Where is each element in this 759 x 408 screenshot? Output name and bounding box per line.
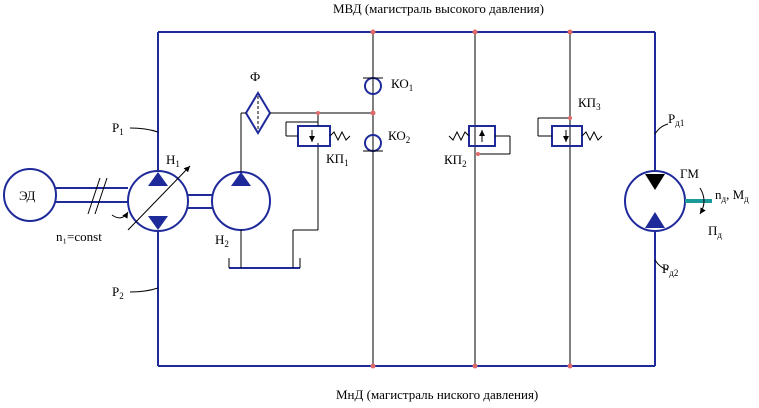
f-label: Ф — [250, 69, 260, 84]
kp2-label: КП2 — [444, 152, 467, 169]
pump-h2 — [211, 171, 271, 231]
relief-valve-kp3 — [537, 29, 603, 369]
kp3-label: КП3 — [578, 95, 601, 112]
n1-const-label: n₁=const — [56, 229, 102, 244]
electric-motor: ЭД — [3, 168, 57, 222]
ko1-label: КО1 — [391, 76, 413, 93]
h2-label: Н2 — [215, 232, 229, 249]
shaft-coupling — [56, 177, 129, 219]
p2-label: P2 — [112, 284, 124, 301]
tank — [228, 143, 319, 269]
h1-label: Н1 — [166, 152, 180, 169]
nd-md-label: nд, Мд — [715, 187, 749, 204]
filter — [240, 91, 373, 172]
hydraulic-motor — [624, 170, 712, 232]
ko2-label: КО2 — [388, 128, 410, 145]
relief-valve-kp1 — [285, 111, 351, 147]
p1-label: P1 — [112, 120, 124, 137]
mnd-title: МнД (магистраль ниского давления) — [336, 387, 538, 402]
pd-label: Пд — [708, 223, 722, 240]
check-valves — [363, 29, 383, 369]
pd1-label: Pд1 — [668, 111, 684, 128]
pump-h1 — [127, 165, 191, 232]
pd2-label: Pд2 — [662, 261, 678, 278]
pressure-labels — [129, 123, 669, 293]
mvd-title: МВД (магистраль высокого давления) — [333, 1, 544, 16]
kp1-label: КП1 — [326, 151, 349, 168]
relief-valve-kp2 — [448, 29, 511, 369]
ed-label: ЭД — [19, 188, 35, 203]
gm-label: ГМ — [680, 166, 699, 181]
